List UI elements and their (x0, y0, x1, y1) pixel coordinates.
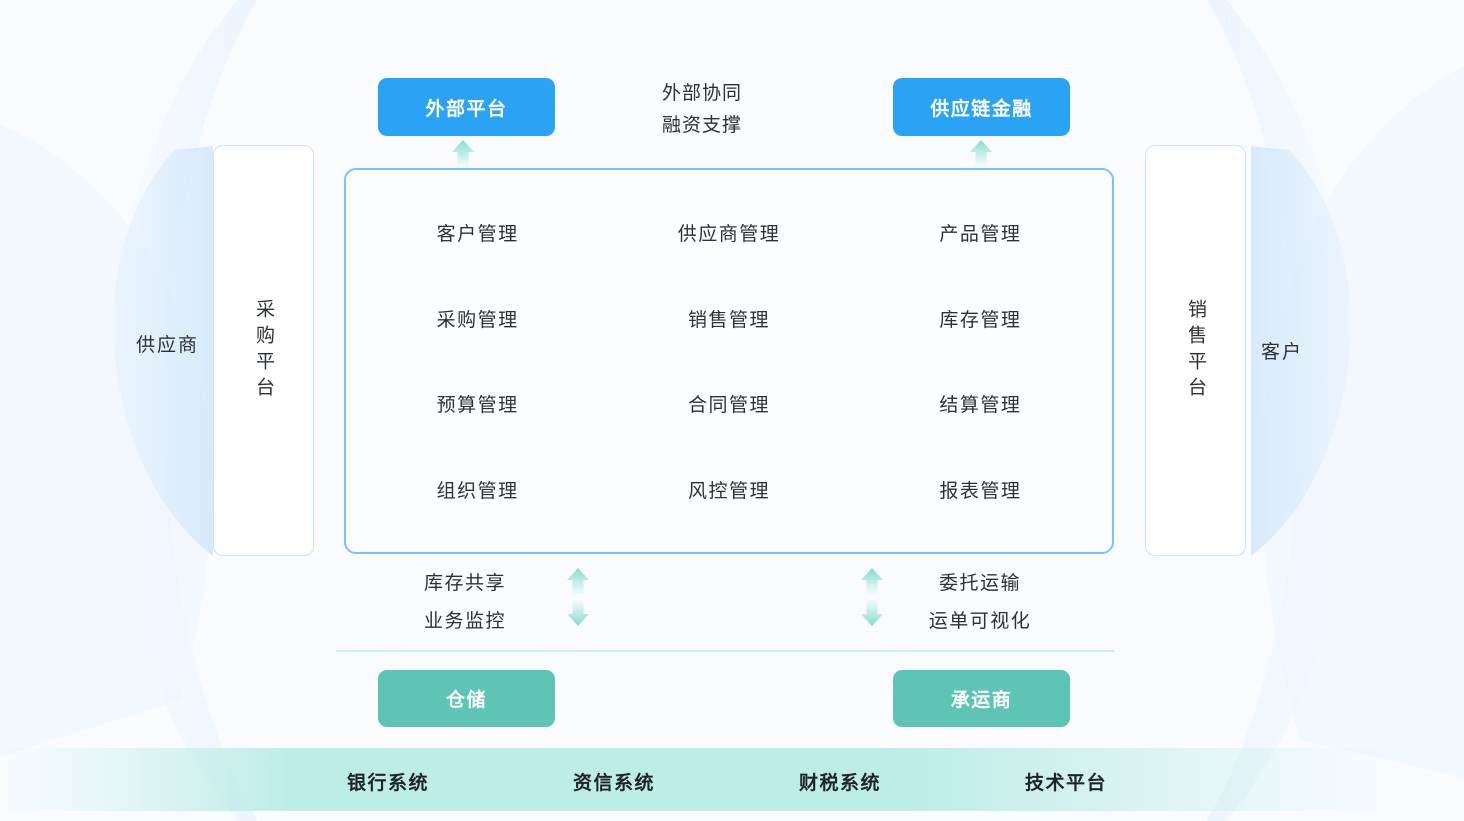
core-platform-container (344, 168, 1114, 554)
warehouse-label: 仓储 (445, 690, 487, 711)
external-system-item[interactable]: 资信系统 (572, 773, 656, 794)
external-collaboration-caption: 外部协同 融资支撑 (661, 83, 742, 136)
module-cell[interactable]: 供应商管理 (677, 224, 781, 246)
module-cell[interactable]: 采购管理 (436, 309, 519, 331)
supply-chain-finance-label: 供应链金融 (930, 98, 1033, 120)
procurement-platform-panel[interactable]: 采购平台 (213, 145, 314, 556)
supply-chain-finance-button[interactable]: 供应链金融 (893, 78, 1070, 136)
carrier-button[interactable]: 承运商 (893, 670, 1070, 727)
logistics-divider (336, 650, 1114, 652)
external-platform-button[interactable]: 外部平台 (378, 78, 555, 136)
module-grid: 客户管理 供应商管理 产品管理采购管理 销售管理 库存管理预算管理 合同管理 结算管理组织管… (352, 190, 1106, 532)
arrow-up-icon (970, 140, 992, 165)
carrier-label: 承运商 (950, 690, 1013, 711)
module-cell[interactable]: 结算管理 (939, 395, 1022, 417)
module-cell[interactable]: 组织管理 (436, 480, 519, 502)
module-cell[interactable]: 客户管理 (436, 224, 519, 246)
warehouse-capability-caption: 库存共享 业务监控 (423, 573, 506, 632)
external-systems-bar: 银行系统 资信系统 财税系统 技术平台 (0, 748, 1464, 811)
outer-role-right-label: 客户 (1261, 342, 1304, 363)
arrow-down-icon (567, 600, 589, 626)
external-system-item[interactable]: 银行系统 (346, 773, 430, 794)
module-cell[interactable]: 风控管理 (687, 480, 770, 502)
warehouse-button[interactable]: 仓储 (378, 670, 555, 727)
external-system-item[interactable]: 技术平台 (1024, 773, 1108, 794)
module-cell[interactable]: 合同管理 (687, 395, 770, 417)
outer-role-left-label: 供应商 (136, 335, 200, 356)
procurement-platform-label: 采购平台 (253, 298, 274, 403)
arrow-up-icon (567, 568, 589, 594)
warehouse-arrow-pair (566, 568, 590, 626)
module-cell[interactable]: 预算管理 (436, 395, 519, 417)
external-platform-label: 外部平台 (425, 98, 508, 120)
sales-platform-label: 销售平台 (1185, 298, 1206, 403)
module-cell[interactable]: 产品管理 (939, 224, 1022, 246)
sales-platform-panel[interactable]: 销售平台 (1145, 145, 1246, 556)
arrow-up-icon (452, 140, 474, 165)
module-cell[interactable]: 报表管理 (939, 480, 1022, 502)
external-systems-list: 银行系统 资信系统 财税系统 技术平台 (0, 748, 1464, 811)
external-system-item[interactable]: 财税系统 (798, 773, 882, 794)
module-cell[interactable]: 库存管理 (939, 309, 1022, 331)
module-cell[interactable]: 销售管理 (687, 309, 770, 331)
carrier-capability-caption: 委托运输 运单可视化 (928, 573, 1032, 632)
